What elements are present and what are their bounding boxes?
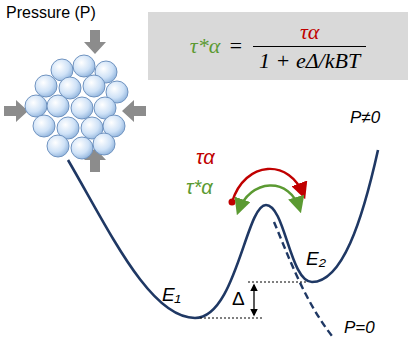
level-line [248, 282, 306, 283]
tau-star-arrow [238, 185, 300, 212]
pressure-arrows [4, 30, 146, 172]
energy-level-label: E₂ [306, 248, 326, 270]
tau-star-label: τ*α [186, 176, 213, 199]
formula-text: τ*α [190, 33, 220, 59]
formula-text: τα [300, 19, 319, 45]
level-line [200, 318, 262, 319]
energy-curve-p0 [274, 222, 332, 336]
fraction-bar [253, 46, 366, 47]
energy-curve [68, 150, 378, 318]
pressure-state-label: P≠0 [350, 108, 380, 128]
particle-cluster [25, 55, 128, 159]
energy-level-label: E₁ [162, 284, 181, 306]
pressure-state-label: P=0 [344, 318, 375, 338]
figure-label: Pressure (P) [6, 4, 96, 22]
formula-box: τ*α = τα 1 + eΔ/kBT [148, 12, 408, 80]
formula-text: 1 + eΔ/kBT [259, 48, 360, 74]
tau-label: τα [196, 146, 215, 169]
energy-gap-label: Δ [232, 288, 245, 310]
formula-text: = [228, 33, 243, 59]
delta-arrow [253, 285, 254, 315]
